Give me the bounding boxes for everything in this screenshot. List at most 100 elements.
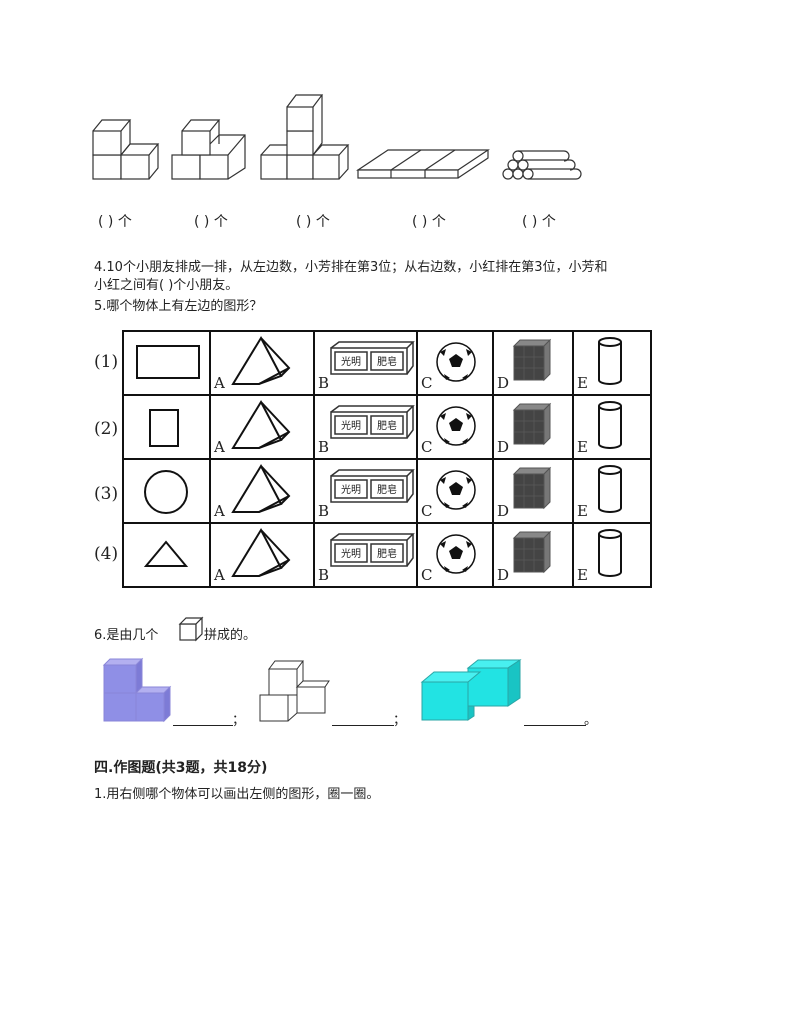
option-label-c: C (421, 438, 433, 456)
punct-1: ； (232, 713, 246, 728)
soap-box-icon: 光明 肥皂 (330, 341, 415, 375)
option-c-cell[interactable]: C (416, 394, 494, 460)
option-b-cell[interactable]: 光明 肥皂 B (313, 394, 418, 460)
rubiks-cube-icon (512, 338, 552, 382)
soap-text-1: 光明 (341, 355, 361, 368)
option-label-c: C (421, 566, 433, 584)
purple-cube-shape (102, 657, 172, 723)
option-c-cell[interactable]: C (416, 522, 494, 588)
cylinder-icon (598, 465, 622, 513)
table-row: A 光明 肥皂 B C D E (122, 394, 652, 460)
option-label-d: D (497, 374, 510, 392)
punct-2: ； (393, 713, 407, 728)
q3-answer-blanks: ( ) 个 ( ) 个 ( ) 个 ( ) 个 ( ) 个 (0, 211, 794, 231)
option-label-e: E (577, 438, 588, 456)
option-label-b: B (318, 502, 330, 520)
table-row: A 光明 肥皂 B C D E (122, 522, 652, 588)
cylinder-icon (598, 401, 622, 449)
rubiks-cube-icon (512, 402, 552, 446)
white-cube-shape (259, 660, 330, 722)
option-label-c: C (421, 374, 433, 392)
option-e-cell[interactable]: E (572, 330, 652, 396)
soap-text-1: 光明 (341, 419, 361, 432)
cube-stack-figure-3 (260, 94, 350, 180)
answer-blank-3[interactable]: ( ) 个 (296, 214, 330, 230)
rubiks-cube-icon (512, 466, 552, 510)
option-label-b: B (318, 438, 330, 456)
option-label-a: A (214, 566, 225, 584)
soap-text-2: 肥皂 (377, 483, 397, 496)
stacked-logs-figure (502, 150, 582, 180)
triangular-prism-icon (231, 527, 291, 577)
q5-shape-table: A 光明 肥皂 B C D E A (122, 330, 652, 588)
rectangle-shape-icon (136, 345, 200, 379)
option-a-cell[interactable]: A (209, 522, 315, 588)
option-d-cell[interactable]: D (492, 522, 574, 588)
answer-blank-4[interactable]: ( ) 个 (412, 214, 446, 230)
option-b-cell[interactable]: 光明 肥皂 B (313, 458, 418, 524)
option-d-cell[interactable]: D (492, 458, 574, 524)
option-label-d: D (497, 502, 510, 520)
q6-prefix: 6.是由几个 (94, 628, 159, 643)
table-row: A 光明 肥皂 B C D E (122, 458, 652, 524)
soccer-ball-icon (436, 406, 476, 446)
section4-question-1: 1.用右侧哪个物体可以画出左侧的图形，圈一圈。 (94, 787, 380, 802)
option-label-e: E (577, 502, 588, 520)
soap-text-1: 光明 (341, 547, 361, 560)
shape-cell (122, 330, 211, 396)
flat-cuboids-figure (356, 149, 490, 179)
option-label-a: A (214, 374, 225, 392)
row-label-1: (1) (94, 352, 119, 372)
option-label-a: A (214, 502, 225, 520)
option-label-a: A (214, 438, 225, 456)
row-label-2: (2) (94, 419, 119, 439)
soap-text-2: 肥皂 (377, 419, 397, 432)
option-a-cell[interactable]: A (209, 394, 315, 460)
option-e-cell[interactable]: E (572, 522, 652, 588)
cube-stack-figure-1 (92, 119, 160, 180)
punct-3: 。 (584, 713, 598, 728)
circle-shape-icon (144, 470, 188, 514)
soap-box-icon: 光明 肥皂 (330, 405, 415, 439)
shape-cell (122, 394, 211, 460)
option-e-cell[interactable]: E (572, 458, 652, 524)
q6-suffix: 拼成的。 (204, 628, 257, 643)
option-c-cell[interactable]: C (416, 330, 494, 396)
option-d-cell[interactable]: D (492, 394, 574, 460)
soap-text-2: 肥皂 (377, 355, 397, 368)
option-label-c: C (421, 502, 433, 520)
option-e-cell[interactable]: E (572, 394, 652, 460)
shape-cell (122, 522, 211, 588)
section-heading: 四.作图题(共3题，共18分) (94, 760, 268, 776)
soap-text-1: 光明 (341, 483, 361, 496)
answer-blank-1[interactable]: ( ) 个 (98, 214, 132, 230)
option-b-cell[interactable]: 光明 肥皂 B (313, 330, 418, 396)
soccer-ball-icon (436, 534, 476, 574)
option-label-e: E (577, 374, 588, 392)
row-label-4: (4) (94, 544, 119, 564)
unit-cube-icon (178, 616, 204, 642)
q3-figures (92, 94, 582, 180)
answer-line-1[interactable] (173, 724, 233, 726)
shape-cell (122, 458, 211, 524)
option-a-cell[interactable]: A (209, 458, 315, 524)
answer-blank-2[interactable]: ( ) 个 (194, 214, 228, 230)
option-a-cell[interactable]: A (209, 330, 315, 396)
soap-box-icon: 光明 肥皂 (330, 533, 415, 567)
option-b-cell[interactable]: 光明 肥皂 B (313, 522, 418, 588)
answer-line-3[interactable] (524, 724, 586, 726)
cylinder-icon (598, 337, 622, 385)
option-label-b: B (318, 374, 330, 392)
option-label-d: D (497, 566, 510, 584)
option-d-cell[interactable]: D (492, 330, 574, 396)
answer-line-2[interactable] (332, 724, 394, 726)
triangle-shape-icon (143, 540, 189, 567)
cylinder-icon (598, 529, 622, 577)
soap-text-2: 肥皂 (377, 547, 397, 560)
option-label-e: E (577, 566, 588, 584)
option-c-cell[interactable]: C (416, 458, 494, 524)
option-label-d: D (497, 438, 510, 456)
answer-blank-5[interactable]: ( ) 个 (522, 214, 556, 230)
soccer-ball-icon (436, 470, 476, 510)
triangular-prism-icon (231, 335, 291, 385)
